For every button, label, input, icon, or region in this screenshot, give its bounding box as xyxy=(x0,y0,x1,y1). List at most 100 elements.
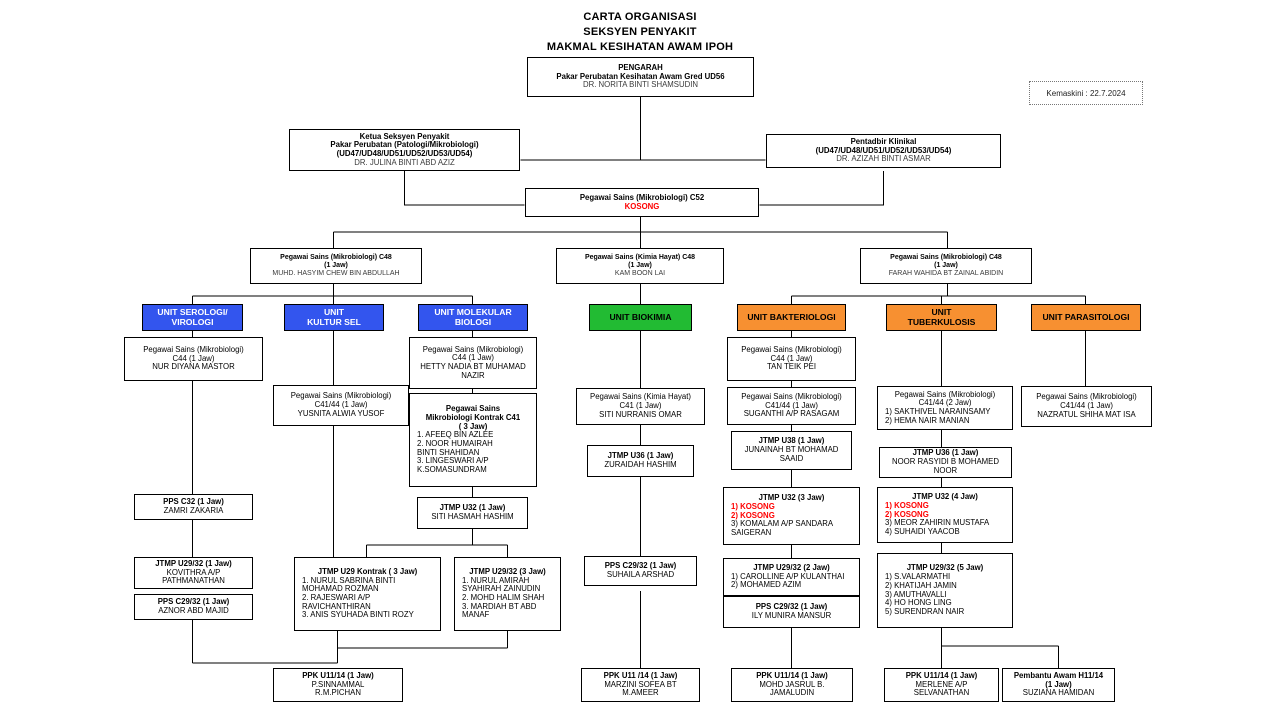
biokimia-b4-l3: M.AMEER xyxy=(622,688,659,698)
node-pegawai-sains-c52[interactable]: Pegawai Sains (Mikrobiologi) C52 KOSONG xyxy=(525,188,759,217)
bakteriologi-b7-l3: JAMALUDIN xyxy=(769,688,815,698)
unit-header-kultur-sel[interactable]: UNIT KULTUR SEL xyxy=(284,304,384,331)
ppk-u11-14-left[interactable]: PPK U11/14 (1 Jaw) P.SINNAMMAL R.M.PICHA… xyxy=(273,668,403,702)
bakteriologi-b7-l2: MOHD JASRUL B. xyxy=(759,679,825,689)
bakteriologi-staff-jtmp-u32[interactable]: JTMP U32 (3 Jaw) 1) KOSONG 2) KOSONG 3) … xyxy=(723,487,860,545)
tuberkulosis-b4-item-2: 3) AMUTHAVALLI xyxy=(885,589,947,599)
tuberkulosis-b2-l3: NOOR xyxy=(933,465,958,475)
node-pengarah[interactable]: PENGARAH Pakar Perubatan Kesihatan Awam … xyxy=(527,57,754,97)
unit-header-parasitologi[interactable]: UNIT PARASITOLOGI xyxy=(1031,304,1141,331)
parasitologi-b1-l3: NAZRATUL SHIHA MAT ISA xyxy=(1037,409,1136,419)
bakteriologi-staff-jtmp-u29-32[interactable]: JTMP U29/32 (2 Jaw) 1) CAROLLINE A/P KUL… xyxy=(723,558,860,596)
bakteriologi-staff-ppk-u11-14[interactable]: PPK U11/14 (1 Jaw) MOHD JASRUL B. JAMALU… xyxy=(731,668,853,702)
kultur-b1-l3: YUSNITA ALWIA YUSOF xyxy=(297,408,385,418)
kultur-b2-l1: JTMP U29 Kontrak ( 3 Jaw) xyxy=(317,566,418,576)
molekular-b1-l1: Pegawai Sains (Mikrobiologi) xyxy=(422,344,524,354)
serologi-staff-c44[interactable]: Pegawai Sains (Mikrobiologi) C44 (1 Jaw)… xyxy=(124,337,263,381)
pentadbir-sub: (UD47/UD48/UD51/UD52/UD53/UD54) xyxy=(815,145,952,155)
bakteriologi-b6-l2: ILY MUNIRA MANSUR xyxy=(751,611,832,620)
biokimia-staff-ppk-u11-14[interactable]: PPK U11 /14 (1 Jaw) MARZINI SOFEA BT M.A… xyxy=(581,668,700,702)
c48-mid-name: KAM BOON LAI xyxy=(614,269,666,277)
unit-kultur-line1: UNIT xyxy=(323,306,345,317)
tuberkulosis-staff-c41-44[interactable]: Pegawai Sains (Mikrobiologi) C41/44 (2 J… xyxy=(877,386,1013,430)
serologi-b1-l1: Pegawai Sains (Mikrobiologi) xyxy=(143,344,244,354)
tuberkulosis-b1-l2: C41/44 (2 Jaw) xyxy=(918,398,972,408)
parasitologi-b2-l2: (1 Jaw) xyxy=(1045,679,1072,689)
tuberkulosis-b4-l1: JTMP U29/32 (5 Jaw) xyxy=(906,563,984,573)
molekular-staff-jtmp-u32[interactable]: JTMP U32 (1 Jaw) SITI HASMAH HASHIM xyxy=(417,497,528,529)
molekular-b2-item-2: BINTI SHAHIDAN xyxy=(417,447,480,457)
biokimia-b1-l2: C41 (1 Jaw) xyxy=(619,401,662,411)
bakteriologi-staff-jtmp-u38[interactable]: JTMP U38 (1 Jaw) JUNAINAH BT MOHAMAD SAA… xyxy=(731,431,852,470)
molekular-b1-l2: C44 (1 Jaw) xyxy=(451,353,495,363)
molekular-staff-jtmp-u29-32[interactable]: JTMP U29/32 (3 Jaw) 1. NURUL AMIRAH SYAH… xyxy=(454,557,561,631)
c52-title: Pegawai Sains (Mikrobiologi) C52 xyxy=(579,192,705,202)
kultur-b1-l2: C41/44 (1 Jaw) xyxy=(314,400,368,410)
biokimia-staff-c41[interactable]: Pegawai Sains (Kimia Hayat) C41 (1 Jaw) … xyxy=(576,388,705,425)
serologi-b1-l3: NUR DIYANA MASTOR xyxy=(152,362,235,372)
molekular-b2-item-1: 2. NOOR HUMAIRAH xyxy=(417,439,493,448)
bakteriologi-staff-c44[interactable]: Pegawai Sains (Mikrobiologi) C44 (1 Jaw)… xyxy=(727,337,856,381)
page-title: CARTA ORGANISASI SEKSYEN PENYAKIT MAKMAL… xyxy=(0,10,1280,55)
tuberkulosis-b2-l1: JTMP U36 (1 Jaw) xyxy=(912,448,979,458)
tuberkulosis-staff-jtmp-u36[interactable]: JTMP U36 (1 Jaw) NOOR RASYIDI B MOHAMED … xyxy=(879,447,1012,478)
unit-header-bakteriologi[interactable]: UNIT BAKTERIOLOGI xyxy=(737,304,846,331)
bakteriologi-b6-l1: PPS C29/32 (1 Jaw) xyxy=(755,602,828,612)
serologi-b3-l2: KOVITHRA A/P xyxy=(166,567,221,577)
molekular-b3-l1: JTMP U32 (1 Jaw) xyxy=(439,503,506,513)
node-c48-kimia-hayat[interactable]: Pegawai Sains (Kimia Hayat) C48 (1 Jaw) … xyxy=(556,248,724,284)
node-ketua-seksyen-penyakit[interactable]: Ketua Seksyen Penyakit Pakar Perubatan (… xyxy=(289,129,520,171)
bakteriologi-staff-pps-c29-32[interactable]: PPS C29/32 (1 Jaw) ILY MUNIRA MANSUR xyxy=(723,596,860,628)
c48-left-name: MUHD. HASYIM CHEW BIN ABDULLAH xyxy=(272,269,400,277)
ppk-left-l2: P.SINNAMMAL xyxy=(311,679,365,689)
pentadbir-title: Pentadbir Klinikal xyxy=(850,136,917,146)
tuberkulosis-b1-item-1: 2) HEMA NAIR MANIAN xyxy=(885,415,970,425)
ppk-left-l1: PPK U11/14 (1 Jaw) xyxy=(302,670,374,680)
molekular-staff-kontrak-c41[interactable]: Pegawai Sains Mikrobiologi Kontrak C41 (… xyxy=(409,393,537,487)
bakteriologi-b1-l1: Pegawai Sains (Mikrobiologi) xyxy=(741,344,842,354)
kultur-staff-c41-44[interactable]: Pegawai Sains (Mikrobiologi) C41/44 (1 J… xyxy=(273,385,409,426)
tuberkulosis-b4-item-3: 4) HO HONG LING xyxy=(885,598,952,608)
bakteriologi-b5-item-1: 2) MOHAMED AZIM xyxy=(731,580,802,590)
node-c48-mikrobiologi-left[interactable]: Pegawai Sains (Mikrobiologi) C48 (1 Jaw)… xyxy=(250,248,422,284)
unit-bakteriologi-line1: UNIT BAKTERIOLOGI xyxy=(747,311,836,322)
molekular-b4-item-1: SYAHIRAH ZAINUDIN xyxy=(462,584,541,594)
tuberkulosis-staff-jtmp-u32[interactable]: JTMP U32 (4 Jaw) 1) KOSONG 2) KOSONG 3) … xyxy=(877,487,1013,543)
parasitologi-b1-l1: Pegawai Sains (Mikrobiologi) xyxy=(1036,392,1137,402)
biokimia-staff-pps-c29-32[interactable]: PPS C29/32 (1 Jaw) SUHAILA ARSHAD xyxy=(584,556,697,586)
unit-header-tuberkulosis[interactable]: UNIT TUBERKULOSIS xyxy=(886,304,997,331)
kultur-staff-jtmp-u29-kontrak[interactable]: JTMP U29 Kontrak ( 3 Jaw) 1. NURUL SABRI… xyxy=(294,557,441,631)
molekular-b4-l1: JTMP U29/32 (3 Jaw) xyxy=(469,566,546,576)
tuberkulosis-staff-ppk-u11-14[interactable]: PPK U11/14 (1 Jaw) MERLENE A/P SELVANATH… xyxy=(884,668,999,702)
parasitologi-staff-c41-44[interactable]: Pegawai Sains (Mikrobiologi) C41/44 (1 J… xyxy=(1021,386,1152,427)
molekular-b4-item-2: 2. MOHD HALIM SHAH xyxy=(462,593,545,602)
biokimia-staff-jtmp-u36[interactable]: JTMP U36 (1 Jaw) ZURAIDAH HASHIM xyxy=(587,445,694,477)
serologi-staff-pps-c32[interactable]: PPS C32 (1 Jaw) ZAMRI ZAKARIA xyxy=(134,494,253,520)
unit-header-serologi-virologi[interactable]: UNIT SEROLOGI/ VIROLOGI xyxy=(142,304,243,331)
parasitologi-staff-pembantu-awam[interactable]: Pembantu Awam H11/14 (1 Jaw) SUZIANA HAM… xyxy=(1002,668,1115,702)
title-line-2: SEKSYEN PENYAKIT xyxy=(583,25,697,38)
tuberkulosis-b4-item-4: 5) SURENDRAN NAIR xyxy=(885,606,965,616)
parasitologi-b1-l2: C41/44 (1 Jaw) xyxy=(1060,401,1113,411)
serologi-staff-jtmp-u29-32[interactable]: JTMP U29/32 (1 Jaw) KOVITHRA A/P PATHMAN… xyxy=(134,557,253,589)
pentadbir-name: DR. AZIZAH BINTI ASMAR xyxy=(836,154,931,164)
c52-status-vacant: KOSONG xyxy=(624,201,660,211)
biokimia-b2-l2: ZURAIDAH HASHIM xyxy=(604,460,677,469)
node-c48-mikrobiologi-right[interactable]: Pegawai Sains (Mikrobiologi) C48 (1 Jaw)… xyxy=(860,248,1032,284)
biokimia-b4-l1: PPK U11 /14 (1 Jaw) xyxy=(603,670,678,680)
node-pentadbir-klinikal[interactable]: Pentadbir Klinikal (UD47/UD48/UD51/UD52/… xyxy=(766,134,1001,168)
molekular-b3-l2: SITI HASMAH HASHIM xyxy=(431,512,514,521)
unit-molekular-line2: BIOLOGI xyxy=(454,316,492,327)
molekular-b2-l3: ( 3 Jaw) xyxy=(458,421,488,431)
kultur-b2-item-2: 2. RAJESWARI A/P xyxy=(302,593,371,602)
serologi-staff-pps-c29-32[interactable]: PPS C29/32 (1 Jaw) AZNOR ABD MAJID xyxy=(134,594,253,620)
tuberkulosis-staff-jtmp-u29-32[interactable]: JTMP U29/32 (5 Jaw) 1) S.VALARMATHI 2) K… xyxy=(877,553,1013,628)
bakteriologi-b2-l1: Pegawai Sains (Mikrobiologi) xyxy=(741,391,842,401)
molekular-b1-l3: HETTY NADIA BT MUHAMAD xyxy=(420,362,526,371)
unit-header-molekular-biologi[interactable]: UNIT MOLEKULAR BIOLOGI xyxy=(418,304,528,331)
bakteriologi-staff-c41-44[interactable]: Pegawai Sains (Mikrobiologi) C41/44 (1 J… xyxy=(727,387,856,425)
molekular-staff-c44[interactable]: Pegawai Sains (Mikrobiologi) C44 (1 Jaw)… xyxy=(409,337,537,389)
molekular-b4-item-4: MANAF xyxy=(462,610,490,620)
unit-header-biokimia[interactable]: UNIT BIOKIMIA xyxy=(589,304,692,331)
